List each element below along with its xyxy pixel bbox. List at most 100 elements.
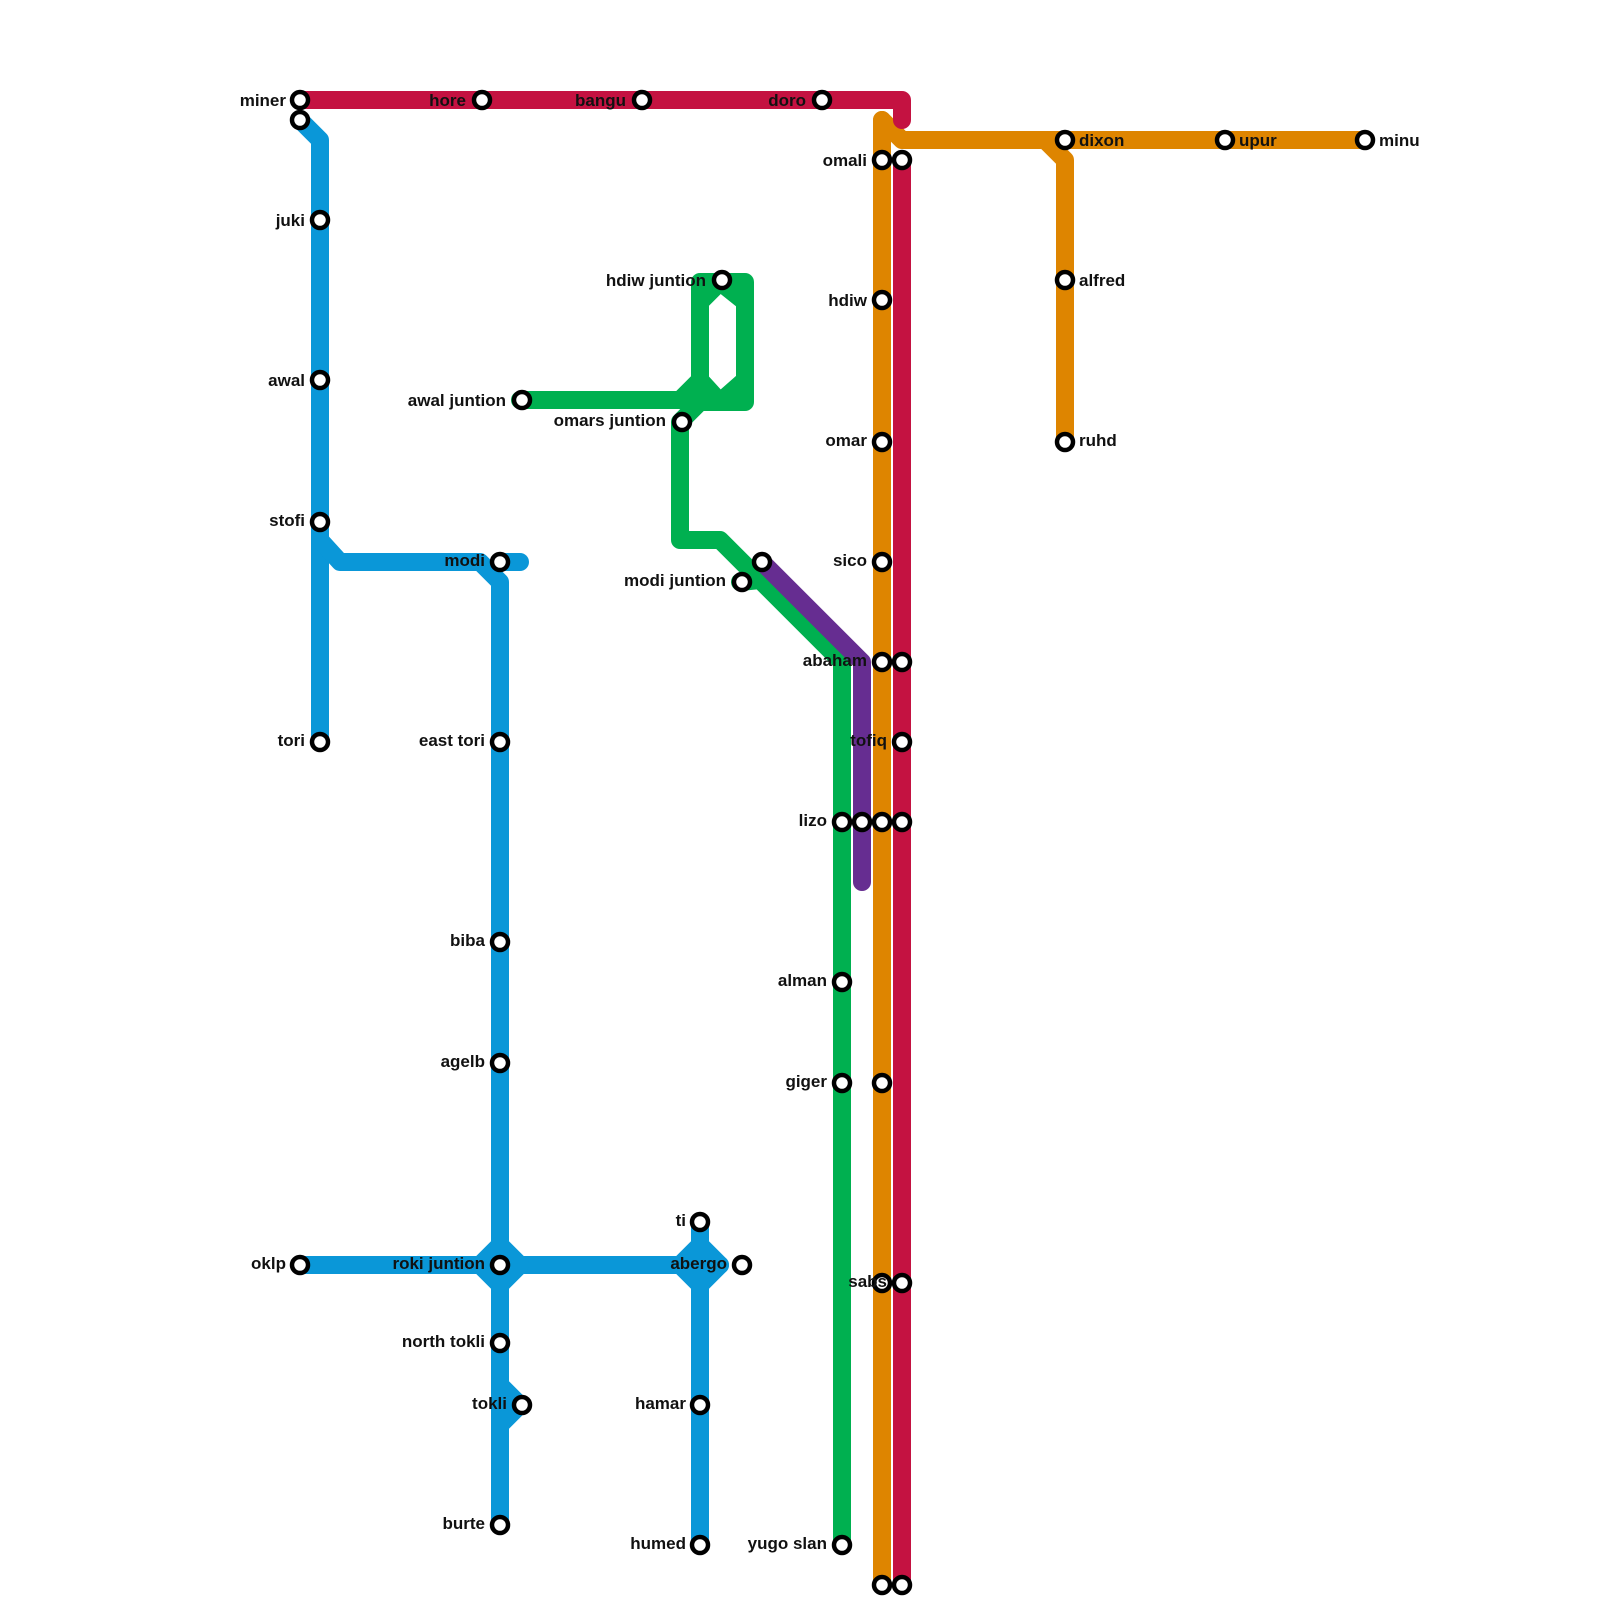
station-omar[interactable] (871, 431, 893, 453)
station-ti[interactable] (689, 1211, 711, 1233)
line-red (291, 91, 911, 1594)
label-humed: humed (630, 1534, 686, 1553)
station-terminus-orange[interactable] (871, 1574, 893, 1596)
station-modi[interactable] (489, 551, 511, 573)
station-terminus-red[interactable] (891, 1574, 913, 1596)
label-sico: sico (833, 551, 867, 570)
station-lizo-red[interactable] (891, 811, 913, 833)
label-north-tokli: north tokli (402, 1332, 485, 1351)
station-ruhd[interactable] (1054, 431, 1076, 453)
label-ruhd: ruhd (1079, 431, 1117, 450)
label-dixon: dixon (1079, 131, 1124, 150)
station-abaham-red[interactable] (891, 651, 913, 673)
station-omali-red[interactable] (891, 149, 913, 171)
label-ti: ti (676, 1211, 686, 1230)
station-roki-juntion[interactable] (489, 1254, 511, 1276)
label-doro: doro (768, 91, 806, 110)
station-humed[interactable] (689, 1534, 711, 1556)
station-abaham[interactable] (871, 651, 893, 673)
station-hamar[interactable] (689, 1394, 711, 1416)
label-yugo-slan: yugo slan (748, 1534, 827, 1553)
station-lizo-orange[interactable] (871, 811, 893, 833)
label-hamar: hamar (635, 1394, 686, 1413)
label-abergo: abergo (670, 1254, 727, 1273)
stations (289, 89, 1376, 1596)
label-hdiw-juntion: hdiw juntion (606, 271, 706, 290)
label-miner: miner (240, 91, 287, 110)
label-omars-juntion: omars juntion (554, 411, 666, 430)
label-juki: juki (275, 211, 305, 230)
station-tokli[interactable] (511, 1394, 533, 1416)
station-alman[interactable] (831, 971, 853, 993)
station-bangu[interactable] (631, 89, 653, 111)
label-agelb: agelb (441, 1052, 485, 1071)
label-tofiq: tofiq (850, 731, 887, 750)
station-juki[interactable] (309, 209, 331, 231)
station-dixon[interactable] (1054, 129, 1076, 151)
label-hore: hore (429, 91, 466, 110)
station-burte[interactable] (489, 1514, 511, 1536)
label-omar: omar (825, 431, 867, 450)
label-sabs: sabs (848, 1272, 887, 1291)
station-giger[interactable] (831, 1072, 853, 1094)
label-modi-juntion: modi juntion (624, 571, 726, 590)
label-oklp: oklp (251, 1254, 286, 1273)
station-biba[interactable] (489, 931, 511, 953)
label-burte: burte (443, 1514, 486, 1533)
station-sabs-red[interactable] (891, 1272, 913, 1294)
label-biba: biba (450, 931, 485, 950)
station-agelb[interactable] (489, 1052, 511, 1074)
station-miner-2[interactable] (289, 109, 311, 131)
label-alfred: alfred (1079, 271, 1125, 290)
label-minu: minu (1379, 131, 1420, 150)
station-minu[interactable] (1354, 129, 1376, 151)
label-hdiw: hdiw (828, 291, 867, 310)
label-abaham: abaham (803, 651, 867, 670)
label-omali: omali (823, 151, 867, 170)
station-tofiq[interactable] (891, 731, 913, 753)
station-doro[interactable] (811, 89, 833, 111)
station-hdiw-juntion[interactable] (711, 269, 733, 291)
label-alman: alman (778, 971, 827, 990)
station-hdiw[interactable] (871, 289, 893, 311)
label-east-tori: east tori (419, 731, 485, 750)
station-east-tori[interactable] (489, 731, 511, 753)
station-lizo[interactable] (831, 811, 853, 833)
label-bangu: bangu (575, 91, 626, 110)
station-omars-juntion[interactable] (671, 411, 693, 433)
line-orange (873, 111, 1371, 1594)
station-hore[interactable] (471, 89, 493, 111)
station-oklp[interactable] (289, 1254, 311, 1276)
station-stofi[interactable] (309, 511, 331, 533)
label-awal: awal (268, 371, 305, 390)
label-tokli: tokli (472, 1394, 507, 1413)
label-upur: upur (1239, 131, 1277, 150)
station-abergo[interactable] (731, 1254, 753, 1276)
station-alfred[interactable] (1054, 269, 1076, 291)
station-modi-juntion-purple[interactable] (751, 551, 773, 573)
label-modi: modi (444, 551, 485, 570)
label-awal-juntion: awal juntion (408, 391, 506, 410)
station-tori[interactable] (309, 731, 331, 753)
label-lizo: lizo (799, 811, 827, 830)
station-awal[interactable] (309, 369, 331, 391)
station-labels: miner hore bangu doro dixon upur minu om… (240, 91, 1420, 1553)
station-awal-juntion[interactable] (511, 389, 533, 411)
station-giger-orange[interactable] (871, 1072, 893, 1094)
station-sabs[interactable] (871, 1272, 893, 1294)
station-sico[interactable] (871, 551, 893, 573)
label-roki-juntion: roki juntion (392, 1254, 485, 1273)
station-miner[interactable] (289, 89, 311, 111)
label-giger: giger (785, 1072, 827, 1091)
label-tori: tori (278, 731, 305, 750)
station-modi-juntion[interactable] (731, 571, 753, 593)
line-purple (753, 553, 871, 891)
label-stofi: stofi (269, 511, 305, 530)
station-yugo-slan[interactable] (831, 1534, 853, 1556)
station-north-tokli[interactable] (489, 1332, 511, 1354)
station-lizo-purple[interactable] (851, 811, 873, 833)
station-omali[interactable] (871, 149, 893, 171)
station-upur[interactable] (1214, 129, 1236, 151)
